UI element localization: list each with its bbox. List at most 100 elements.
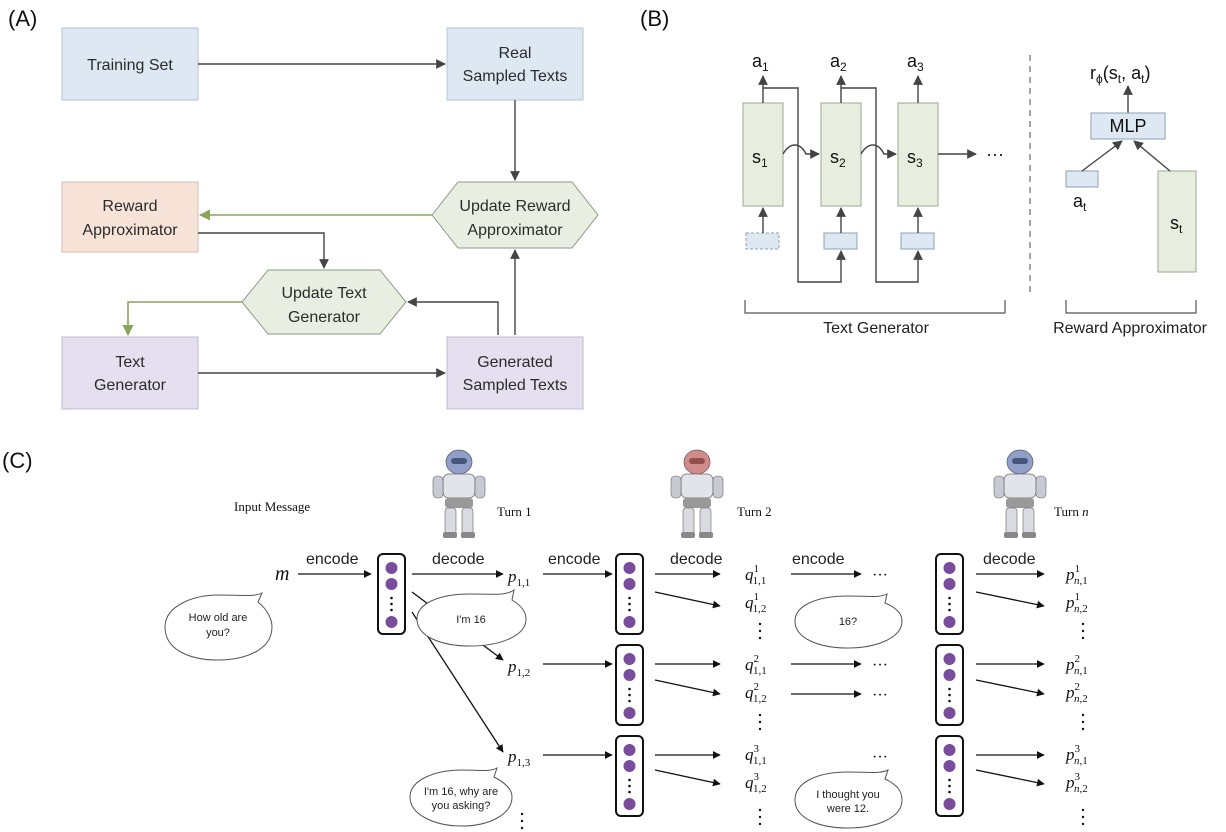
update-text-line2: Generator	[288, 309, 361, 326]
panel-b-arrows	[758, 75, 977, 283]
encoder-vectors	[377, 553, 964, 817]
mlp-box	[1090, 112, 1166, 140]
vector-dot	[943, 669, 956, 681]
real-sampled-line2: Sampled Texts	[463, 68, 568, 85]
panel-a-green-arrows	[122, 209, 432, 337]
generated-line1: Generated	[477, 354, 553, 371]
bubble-thought-line1: I thought you	[816, 789, 880, 801]
vector-dot	[385, 616, 398, 628]
p-labels: p1,1 p1,2 p1,3	[507, 567, 531, 769]
state-s1: s1	[752, 147, 768, 170]
vector-dot	[623, 798, 636, 810]
dots-row2: ···	[872, 657, 888, 674]
turn2-label: Turn 2	[737, 504, 772, 519]
update-reward-line1: Update Reward	[459, 198, 570, 215]
dots-row3: ···	[872, 687, 888, 704]
p-1-2: p1,2	[507, 657, 530, 679]
at-label: at	[1073, 191, 1087, 214]
vector-dot	[943, 760, 956, 772]
action-labels: a1 a2 a3	[752, 51, 924, 74]
panel-c-label: (C)	[2, 448, 33, 473]
input-message-label: Input Message	[234, 499, 310, 514]
reward-approx-bracket	[1065, 300, 1197, 314]
action-a3: a3	[907, 51, 924, 74]
mlp-label: MLP	[1109, 116, 1146, 136]
encode-label-3: encode	[792, 551, 845, 568]
arrow-reward-to-update-text	[198, 232, 329, 269]
continuation-dots: ··· ··· ··· ···	[872, 567, 888, 766]
vector-dot	[943, 578, 956, 590]
vector-dot	[943, 744, 956, 756]
bubble-why-line2: you asking?	[432, 800, 491, 812]
update-text-hexagon: Update Text Generator	[241, 269, 407, 335]
vector-dot	[623, 669, 636, 681]
turn-n-label: Turn n	[1054, 504, 1089, 519]
real-sampled-texts-box: Real Sampled Texts	[446, 27, 584, 101]
robot-turn2-icon	[670, 449, 724, 539]
decode-label-2: decode	[670, 551, 723, 568]
reward-arrows	[1081, 140, 1171, 172]
bubble-16q-text: 16?	[839, 616, 857, 628]
vector-dot	[943, 798, 956, 810]
vector-dot	[385, 578, 398, 590]
dots-row4: ···	[872, 749, 888, 766]
generated-line2: Sampled Texts	[463, 377, 568, 394]
decode-label-3: decode	[983, 551, 1036, 568]
update-reward-hexagon: Update Reward Approximator	[431, 181, 599, 249]
text-generator-bracket	[744, 300, 1006, 314]
real-sampled-line1: Real	[499, 45, 532, 62]
vector-dot	[943, 653, 956, 665]
panel-b-label: (B)	[640, 6, 669, 31]
state-labels: s1 s2 s3	[752, 147, 923, 170]
text-gen-line1: Text	[115, 354, 145, 371]
p-1-3: p1,3	[507, 747, 531, 769]
input-cell-2	[823, 232, 858, 250]
input-cell-3	[900, 232, 935, 250]
bubble-why: I'm 16, why are you asking?	[409, 766, 513, 827]
bubble-thought: I thought you were 12.	[794, 769, 903, 829]
bubble-how-old-line1: How old are	[189, 612, 248, 624]
turn1-label: Turn 1	[497, 504, 532, 519]
reward-approx-line2: Approximator	[82, 222, 178, 239]
encode-label-2: encode	[548, 551, 601, 568]
vector-dot	[623, 744, 636, 756]
update-reward-line2: Approximator	[467, 222, 563, 239]
dots-row1: ···	[872, 567, 888, 584]
bubble-how-old-line2: you?	[206, 627, 230, 639]
vertical-dots	[520, 622, 1085, 830]
state-s2: s2	[830, 147, 846, 170]
update-text-line1: Update Text	[281, 285, 367, 302]
text-gen-line2: Generator	[94, 377, 167, 394]
encode-label-1: encode	[306, 551, 359, 568]
vector-dot	[623, 562, 636, 574]
input-cell-1	[745, 232, 780, 250]
reward-function-label: rϕ(st, at)	[1090, 63, 1150, 86]
encoder-vector	[935, 553, 964, 635]
text-generator-box: Text Generator	[61, 336, 199, 410]
st-label: st	[1170, 213, 1183, 236]
st-cell	[1157, 170, 1197, 273]
bubble-thought-line2: were 12.	[826, 803, 869, 815]
encoder-vector	[377, 553, 406, 635]
bubble-how-old: How old are you?	[164, 591, 273, 661]
vector-dot	[623, 653, 636, 665]
state-cells	[742, 102, 939, 207]
vector-dot	[623, 578, 636, 590]
action-a2: a2	[830, 51, 847, 74]
encoder-vector	[935, 644, 964, 726]
panel-a-label: (A)	[8, 6, 37, 31]
